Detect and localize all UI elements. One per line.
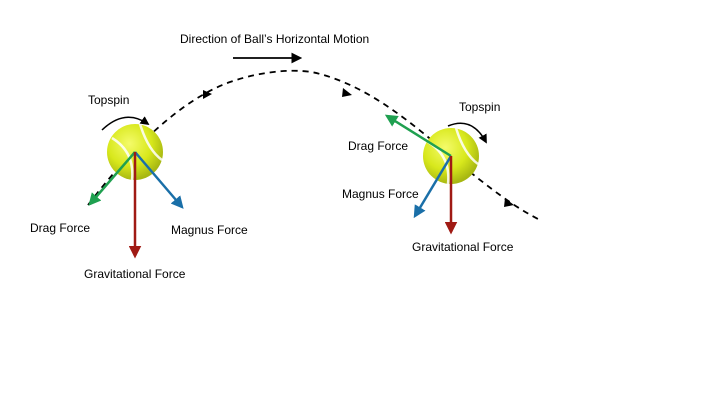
title: Direction of Ball’s Horizontal Motion (180, 32, 369, 46)
topspin-label-left: Topspin (88, 93, 129, 107)
trajectory-arrow-icon (342, 88, 352, 97)
drag-force-arrow-left (88, 151, 136, 206)
trajectory-arrow-icon (203, 90, 212, 99)
magnus-force-label-left: Magnus Force (171, 223, 248, 237)
magnus-force-label-right: Magnus Force (342, 187, 419, 201)
drag-force-label-right: Drag Force (348, 139, 408, 153)
magnus-force-arrow-right (413, 155, 453, 219)
trajectory-arrow-icon (504, 198, 514, 207)
drag-force-label-left: Drag Force (30, 221, 90, 235)
drag-force-arrow-right (384, 114, 452, 158)
gravity-force-label-right: Gravitational Force (412, 240, 514, 254)
ball-right-group: Topspin Drag Force Magnus Force Gravitat… (342, 100, 514, 254)
ball-left-group: Topspin Drag Force Magnus Force Gravitat… (30, 93, 248, 281)
spin-arrow-icon (447, 122, 487, 144)
gravity-force-label-left: Gravitational Force (84, 267, 186, 281)
topspin-label-right: Topspin (459, 100, 500, 114)
spin-arrow-icon (101, 116, 150, 131)
magnus-force-arrow-left (134, 151, 184, 209)
